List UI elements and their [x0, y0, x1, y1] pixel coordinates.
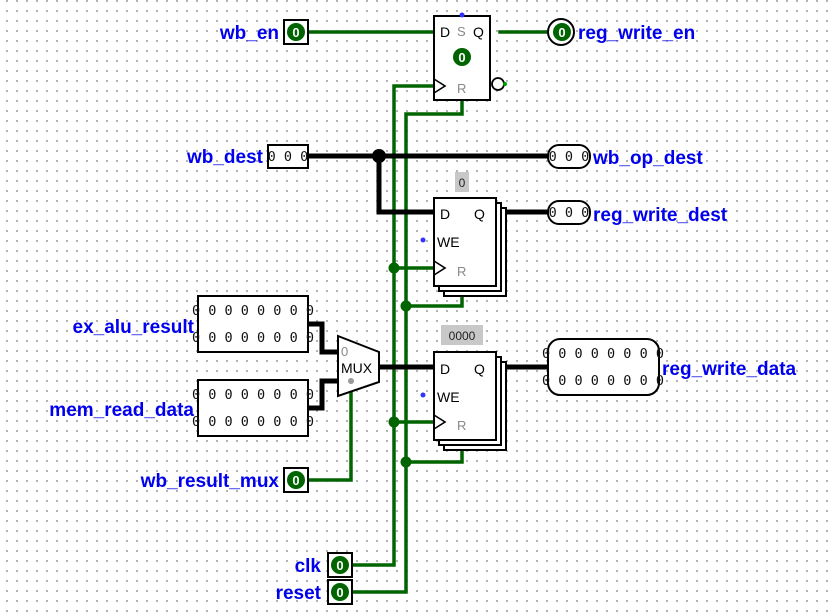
- reg-data-pin-q: Q: [474, 361, 485, 377]
- flipflop-state-led: [453, 48, 471, 66]
- mux-select-dot: [348, 378, 354, 384]
- wire-clk: [350, 84, 436, 567]
- reg-write-data-output-pin: 0 0 0 0 0 0 0 0 0 0 0 0 0 0 0 0: [542, 338, 664, 396]
- wb-op-dest-value: 0 0 0: [549, 149, 590, 165]
- mem-read-data-label: mem_read_data: [49, 400, 194, 421]
- bus-alu-to-mux: [305, 321, 341, 355]
- wire-junction: [400, 300, 412, 312]
- wire-junction: [388, 262, 400, 274]
- ex-alu-result-row2: 0 0 0 0 0 0 0 0: [192, 330, 314, 346]
- ex-alu-result-row1: 0 0 0 0 0 0 0 0: [192, 303, 314, 319]
- flipflop-qbar-bubble: [491, 77, 505, 91]
- flipflop-clock-triangle: [433, 78, 447, 94]
- reg-dest-pin-we: WE: [437, 234, 460, 250]
- wb-en-input-pin[interactable]: 0: [283, 19, 309, 45]
- wb-op-dest-label: wb_op_dest: [592, 148, 703, 169]
- wb-en-label: wb_en: [219, 23, 279, 44]
- reg-write-dest-value: 0 0 0: [549, 205, 590, 221]
- mem-read-data-row1: 0 0 0 0 0 0 0 0: [192, 387, 314, 403]
- reg-write-en-output-pin: 0: [547, 18, 575, 46]
- bus-mem-to-mux: [305, 378, 341, 411]
- wires: [305, 30, 551, 594]
- sr-flipflop[interactable]: D S Q 0 R: [433, 12, 507, 101]
- reg-dest-we-dot: [420, 237, 426, 243]
- reg-data-clock-triangle: [433, 414, 447, 430]
- reg-dest-value-tag-bg: [455, 172, 469, 192]
- reg-write-data-register[interactable]: 0000 D Q WE R: [420, 325, 507, 451]
- flipflop-pin-r: R: [457, 81, 466, 96]
- flipflop-pin-d: D: [440, 24, 450, 40]
- reg-dest-pin-d: D: [440, 206, 450, 222]
- ex-alu-result-input-pin[interactable]: 0 0 0 0 0 0 0 0 0 0 0 0 0 0 0 0: [192, 295, 314, 353]
- reg-dest-pin-q: Q: [474, 206, 485, 222]
- wb-result-mux-label: wb_result_mux: [140, 471, 280, 492]
- wire-junction: [400, 456, 412, 468]
- flipflop-pin-q: Q: [473, 24, 484, 40]
- reg-dest-clock-triangle: [433, 260, 447, 276]
- mem-read-data-row2: 0 0 0 0 0 0 0 0: [192, 414, 314, 430]
- reg-write-data-label: reg_write_data: [662, 359, 797, 380]
- mux-select-zero: 0: [341, 344, 348, 359]
- clk-input-pin[interactable]: 0: [327, 552, 353, 578]
- wb-op-dest-output-pin: 0 0 0: [547, 144, 591, 169]
- reg-data-value-tag-bg: [441, 325, 483, 345]
- reset-input-pin[interactable]: 0: [327, 579, 353, 605]
- bus-dest-to-reg: [376, 153, 437, 215]
- reset-value: 0: [336, 585, 343, 600]
- reg-dest-value-tag: 0: [459, 176, 466, 190]
- flipflop-qbar-dot: [503, 82, 507, 86]
- reg-write-dest-output-pin: 0 0 0: [547, 200, 591, 225]
- wb-result-mux-input-pin[interactable]: 0: [283, 467, 309, 493]
- reg-data-we-dot: [420, 392, 426, 398]
- clk-label: clk: [295, 556, 322, 577]
- flipflop-set-dot: [459, 12, 465, 18]
- reg-write-en-value: 0: [558, 25, 565, 40]
- reg-write-data-row2: 0 0 0 0 0 0 0 0: [542, 373, 664, 389]
- reg-write-en-label: reg_write_en: [578, 23, 695, 44]
- wire-mux-select: [306, 379, 353, 482]
- wb-result-mux-value: 0: [292, 473, 299, 488]
- flipflop-pin-s: S: [457, 24, 466, 39]
- reg-dest-pin-r: R: [457, 264, 466, 279]
- wb-dest-value: 0 0 0: [268, 149, 309, 165]
- bus-junction: [372, 149, 386, 163]
- wb-dest-input-pin[interactable]: 0 0 0: [267, 144, 309, 169]
- reg-write-dest-register[interactable]: 0 D Q WE R: [420, 172, 507, 297]
- wire-reset: [350, 98, 464, 594]
- reg-write-data-row1: 0 0 0 0 0 0 0 0: [542, 346, 664, 362]
- reg-data-pin-r: R: [457, 418, 466, 433]
- reset-label: reset: [276, 583, 322, 604]
- mem-read-data-input-pin[interactable]: 0 0 0 0 0 0 0 0 0 0 0 0 0 0 0 0: [192, 379, 314, 437]
- wire-junction: [388, 416, 400, 428]
- reg-write-dest-label: reg_write_dest: [593, 205, 728, 226]
- reg-data-pin-d: D: [440, 361, 450, 377]
- reg-data-value-tag: 0000: [449, 329, 476, 343]
- wb-en-value: 0: [292, 25, 299, 40]
- ex-alu-result-label: ex_alu_result: [73, 317, 195, 338]
- result-mux[interactable]: 0 MUX: [337, 334, 380, 398]
- mux-label: MUX: [341, 360, 373, 376]
- wb-dest-label: wb_dest: [186, 147, 264, 168]
- flipflop-state: 0: [458, 50, 465, 65]
- reg-data-pin-we: WE: [437, 389, 460, 405]
- clk-value: 0: [336, 558, 343, 573]
